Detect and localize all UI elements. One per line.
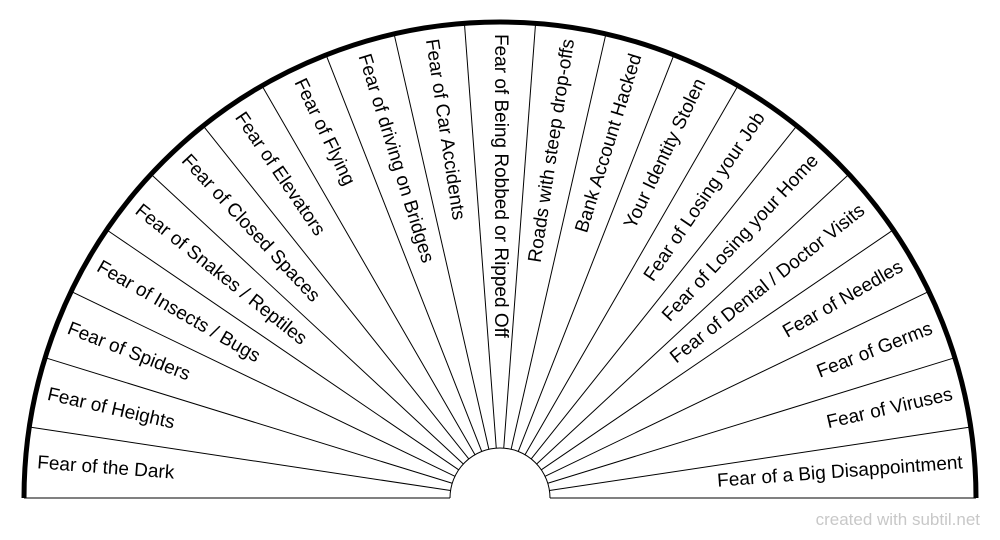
segment-divider	[530, 125, 798, 460]
segment-divider	[517, 54, 675, 452]
segment-label: Fear of Heights	[45, 384, 176, 433]
inner-arc	[449, 447, 551, 499]
segment-divider	[549, 426, 971, 492]
segment-label: Fear of Flying	[290, 75, 359, 189]
segment-divider	[524, 85, 739, 455]
segment-label: Fear of Spiders	[64, 318, 193, 385]
segment-divider	[541, 229, 894, 471]
segment-divider	[106, 229, 459, 471]
segment-label: Fear of a Big Disappointment	[716, 452, 964, 491]
outer-arc	[21, 19, 979, 499]
segment-divider	[544, 291, 930, 477]
segment-divider	[503, 23, 537, 449]
segment-label: Fear of Car Accidents	[421, 38, 469, 222]
segment-divider	[463, 23, 497, 449]
segment-divider	[29, 426, 451, 492]
footer-credit: created with subtil.net	[815, 510, 980, 529]
segment-divider	[261, 85, 476, 455]
segment-divider	[325, 54, 483, 452]
segment-divider	[44, 357, 453, 484]
segment-divider	[547, 357, 956, 484]
segment-label: Fear of Germs	[814, 318, 936, 382]
segment-label: Roads with steep drop-offs	[525, 38, 579, 264]
segment-divider	[510, 33, 607, 450]
segment-divider	[393, 33, 490, 450]
segment-label: Fear of Being Robbed or Ripped Off	[490, 34, 511, 339]
segment-label: Fear of Closed Spaces	[177, 150, 324, 306]
segment-label: Fear of the Dark	[37, 452, 176, 483]
segment-dividers	[29, 23, 971, 492]
segment-label: Fear of Losing your Job	[640, 108, 770, 285]
segment-divider	[202, 125, 470, 460]
segment-divider	[70, 291, 456, 477]
segment-divider	[150, 173, 464, 465]
segment-divider	[536, 173, 850, 465]
